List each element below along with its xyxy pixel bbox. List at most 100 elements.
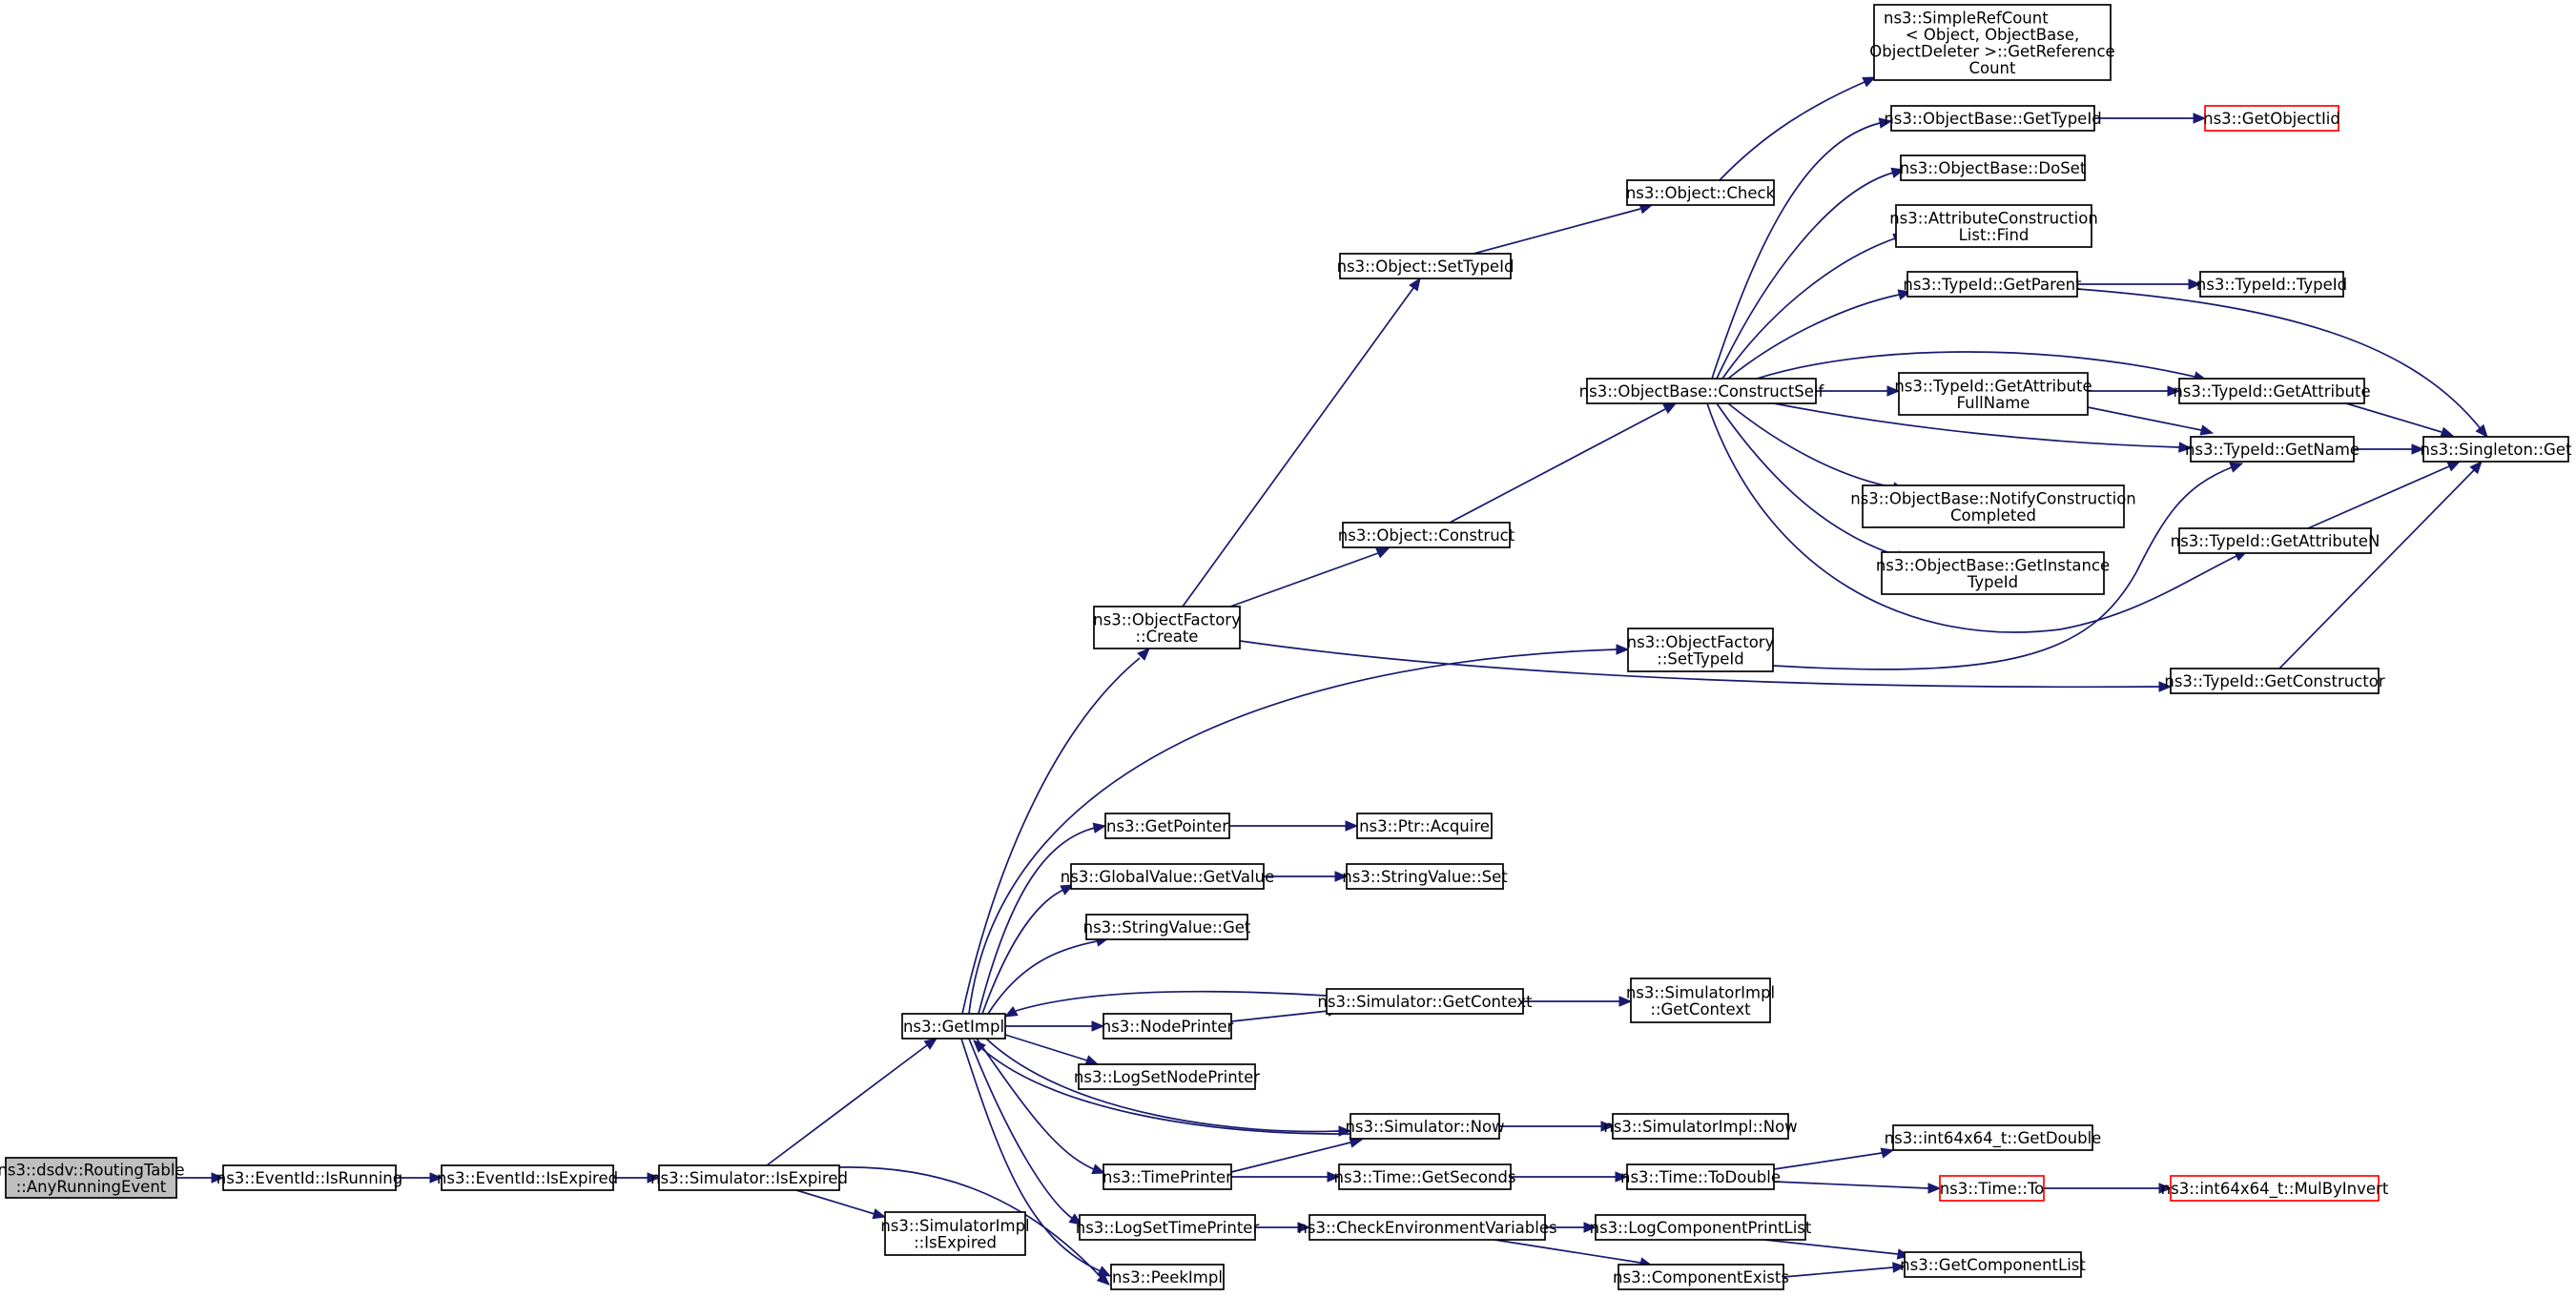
node-box[interactable] xyxy=(1342,522,1511,548)
node-obj-check[interactable]: ns3::Object::Check xyxy=(1626,179,1776,206)
node-objbase-notify[interactable]: ns3::ObjectBase::NotifyConstructionCompl… xyxy=(1850,484,2136,528)
node-box[interactable] xyxy=(1346,863,1504,890)
node-componentexists[interactable]: ns3::ComponentExists xyxy=(1613,1264,1789,1290)
node-box[interactable] xyxy=(2170,668,2380,694)
node-box[interactable] xyxy=(2178,527,2372,554)
node-sim-isexpired[interactable]: ns3::Simulator::IsExpired xyxy=(650,1164,848,1191)
node-box[interactable] xyxy=(2422,436,2569,463)
node-box[interactable] xyxy=(1356,813,1493,839)
node-box[interactable] xyxy=(1078,1063,1256,1090)
node-box[interactable] xyxy=(1338,1163,1512,1190)
node-timeprinter[interactable]: ns3::TimePrinter xyxy=(1103,1163,1232,1190)
node-sv-set[interactable]: ns3::StringValue::Set xyxy=(1342,863,1508,890)
node-root[interactable]: ns3::dsdv::RoutingTable::AnyRunningEvent xyxy=(0,1157,185,1199)
node-typeid-typeid[interactable]: ns3::TypeId::TypeId xyxy=(2196,271,2347,298)
node-int64-getdouble[interactable]: ns3::int64x64_t::GetDouble xyxy=(1885,1124,2102,1151)
node-typeid-getattribute[interactable]: ns3::TypeId::GetAttribute xyxy=(2173,378,2371,404)
node-ptr-acquire[interactable]: ns3::Ptr::Acquire xyxy=(1356,813,1493,839)
node-box[interactable] xyxy=(5,1157,177,1199)
node-obj-settypeid[interactable]: ns3::Object::SetTypeId xyxy=(1337,253,1515,279)
node-box[interactable] xyxy=(2204,105,2339,132)
node-box[interactable] xyxy=(1627,628,1774,672)
node-box[interactable] xyxy=(1595,1214,1806,1241)
node-time-getseconds[interactable]: ns3::Time::GetSeconds xyxy=(1334,1163,1516,1190)
node-getcomponentlist[interactable]: ns3::GetComponentList xyxy=(1900,1251,2086,1278)
node-eid-isexpired[interactable]: ns3::EventId::IsExpired xyxy=(437,1164,618,1191)
node-box[interactable] xyxy=(441,1164,614,1191)
node-box[interactable] xyxy=(658,1164,840,1191)
node-gv-getvalue[interactable]: ns3::GlobalValue::GetValue xyxy=(1061,863,1274,890)
node-box[interactable] xyxy=(1104,813,1230,839)
node-box[interactable] xyxy=(1110,1264,1225,1290)
node-peekimpl[interactable]: ns3::PeekImpl xyxy=(1110,1264,1225,1290)
node-box[interactable] xyxy=(1103,1013,1232,1040)
node-getobjectiid[interactable]: ns3::GetObjectIid xyxy=(2203,105,2340,132)
node-logsettimeprinter[interactable]: ns3::LogSetTimePrinter xyxy=(1076,1214,1260,1241)
node-box[interactable] xyxy=(1626,1163,1775,1190)
node-box[interactable] xyxy=(1070,863,1265,890)
node-simimpl-now[interactable]: ns3::SimulatorImpl::Now xyxy=(1603,1113,1798,1140)
node-box[interactable] xyxy=(884,1211,1026,1256)
node-box[interactable] xyxy=(1906,271,2078,298)
node-box[interactable] xyxy=(1350,1113,1500,1140)
node-obj-construct[interactable]: ns3::Object::Construct xyxy=(1338,522,1515,548)
node-srefcount[interactable]: ns3::SimpleRefCount< Object, ObjectBase,… xyxy=(1869,4,2115,81)
node-objbase-gettypeid[interactable]: ns3::ObjectBase::GetTypeId xyxy=(1884,105,2102,132)
node-time-to[interactable]: ns3::Time::To xyxy=(1939,1175,2045,1202)
node-box[interactable] xyxy=(1085,914,1248,940)
node-box[interactable] xyxy=(1103,1163,1232,1190)
node-typeid-getattributen[interactable]: ns3::TypeId::GetAttributeN xyxy=(2171,527,2380,554)
node-box[interactable] xyxy=(1309,1214,1546,1241)
node-typeid-getconstructor[interactable]: ns3::TypeId::GetConstructor xyxy=(2164,668,2385,694)
node-sv-get[interactable]: ns3::StringValue::Get xyxy=(1083,914,1251,940)
node-box[interactable] xyxy=(222,1164,397,1191)
node-checkenv[interactable]: ns3::CheckEnvironmentVariables xyxy=(1297,1214,1557,1241)
node-simimpl-isexpired[interactable]: ns3::SimulatorImpl::IsExpired xyxy=(880,1211,1030,1256)
node-box[interactable] xyxy=(1881,551,2105,595)
node-box[interactable] xyxy=(2199,271,2344,298)
node-box[interactable] xyxy=(1079,1214,1256,1241)
node-box[interactable] xyxy=(2190,436,2355,463)
node-box[interactable] xyxy=(1339,253,1512,279)
node-box[interactable] xyxy=(1895,204,2092,248)
node-box[interactable] xyxy=(901,1013,1006,1040)
node-getimpl[interactable]: ns3::GetImpl xyxy=(901,1013,1006,1040)
node-box[interactable] xyxy=(1862,484,2125,528)
node-box[interactable] xyxy=(2178,378,2365,404)
node-box[interactable] xyxy=(1904,1251,2082,1278)
node-nodeprinter[interactable]: ns3::NodePrinter xyxy=(1102,1013,1234,1040)
node-objbase-constructself[interactable]: ns3::ObjectBase::ConstructSelf xyxy=(1579,378,1825,404)
node-box[interactable] xyxy=(2170,1175,2380,1202)
node-singleton-get[interactable]: ns3::Singleton::Get xyxy=(2421,436,2572,463)
node-box[interactable] xyxy=(1326,988,1524,1015)
node-box[interactable] xyxy=(1618,1264,1784,1290)
node-box[interactable] xyxy=(1939,1175,2045,1202)
node-box[interactable] xyxy=(1890,105,2095,132)
node-box[interactable] xyxy=(1626,179,1775,206)
node-objbase-doset[interactable]: ns3::ObjectBase::DoSet xyxy=(1900,154,2087,181)
node-objfactory-create[interactable]: ns3::ObjectFactory::Create xyxy=(1093,606,1241,649)
node-box[interactable] xyxy=(1898,372,2089,416)
node-sim-getcontext[interactable]: ns3::Simulator::GetContext xyxy=(1317,988,1533,1015)
node-logcompprintlist[interactable]: ns3::LogComponentPrintList xyxy=(1590,1214,1812,1241)
node-typeid-getname[interactable]: ns3::TypeId::GetName xyxy=(2185,436,2360,463)
node-objfactory-settypeid[interactable]: ns3::ObjectFactory::SetTypeId xyxy=(1627,628,1775,672)
node-box[interactable] xyxy=(1612,1113,1789,1140)
node-int64-mulbyinvert[interactable]: ns3::int64x64_t::MulByInvert xyxy=(2161,1175,2389,1202)
node-box[interactable] xyxy=(1586,378,1817,404)
node-sim-now[interactable]: ns3::Simulator::Now xyxy=(1345,1113,1505,1140)
node-logsetnodeprinter[interactable]: ns3::LogSetNodePrinter xyxy=(1074,1063,1260,1090)
node-box[interactable] xyxy=(1630,978,1771,1023)
node-box[interactable] xyxy=(1892,1124,2093,1151)
node-getpointer[interactable]: ns3::GetPointer xyxy=(1104,813,1230,839)
node-time-todouble[interactable]: ns3::Time::ToDouble xyxy=(1620,1163,1781,1190)
node-simimpl-getcontext[interactable]: ns3::SimulatorImpl::GetContext xyxy=(1626,978,1775,1023)
node-typeid-getparent[interactable]: ns3::TypeId::GetParent xyxy=(1903,271,2082,298)
node-box[interactable] xyxy=(1873,4,2112,81)
node-eid-isrunning[interactable]: ns3::EventId::IsRunning xyxy=(216,1164,402,1191)
node-box[interactable] xyxy=(1900,154,2086,181)
node-box[interactable] xyxy=(1093,606,1241,649)
